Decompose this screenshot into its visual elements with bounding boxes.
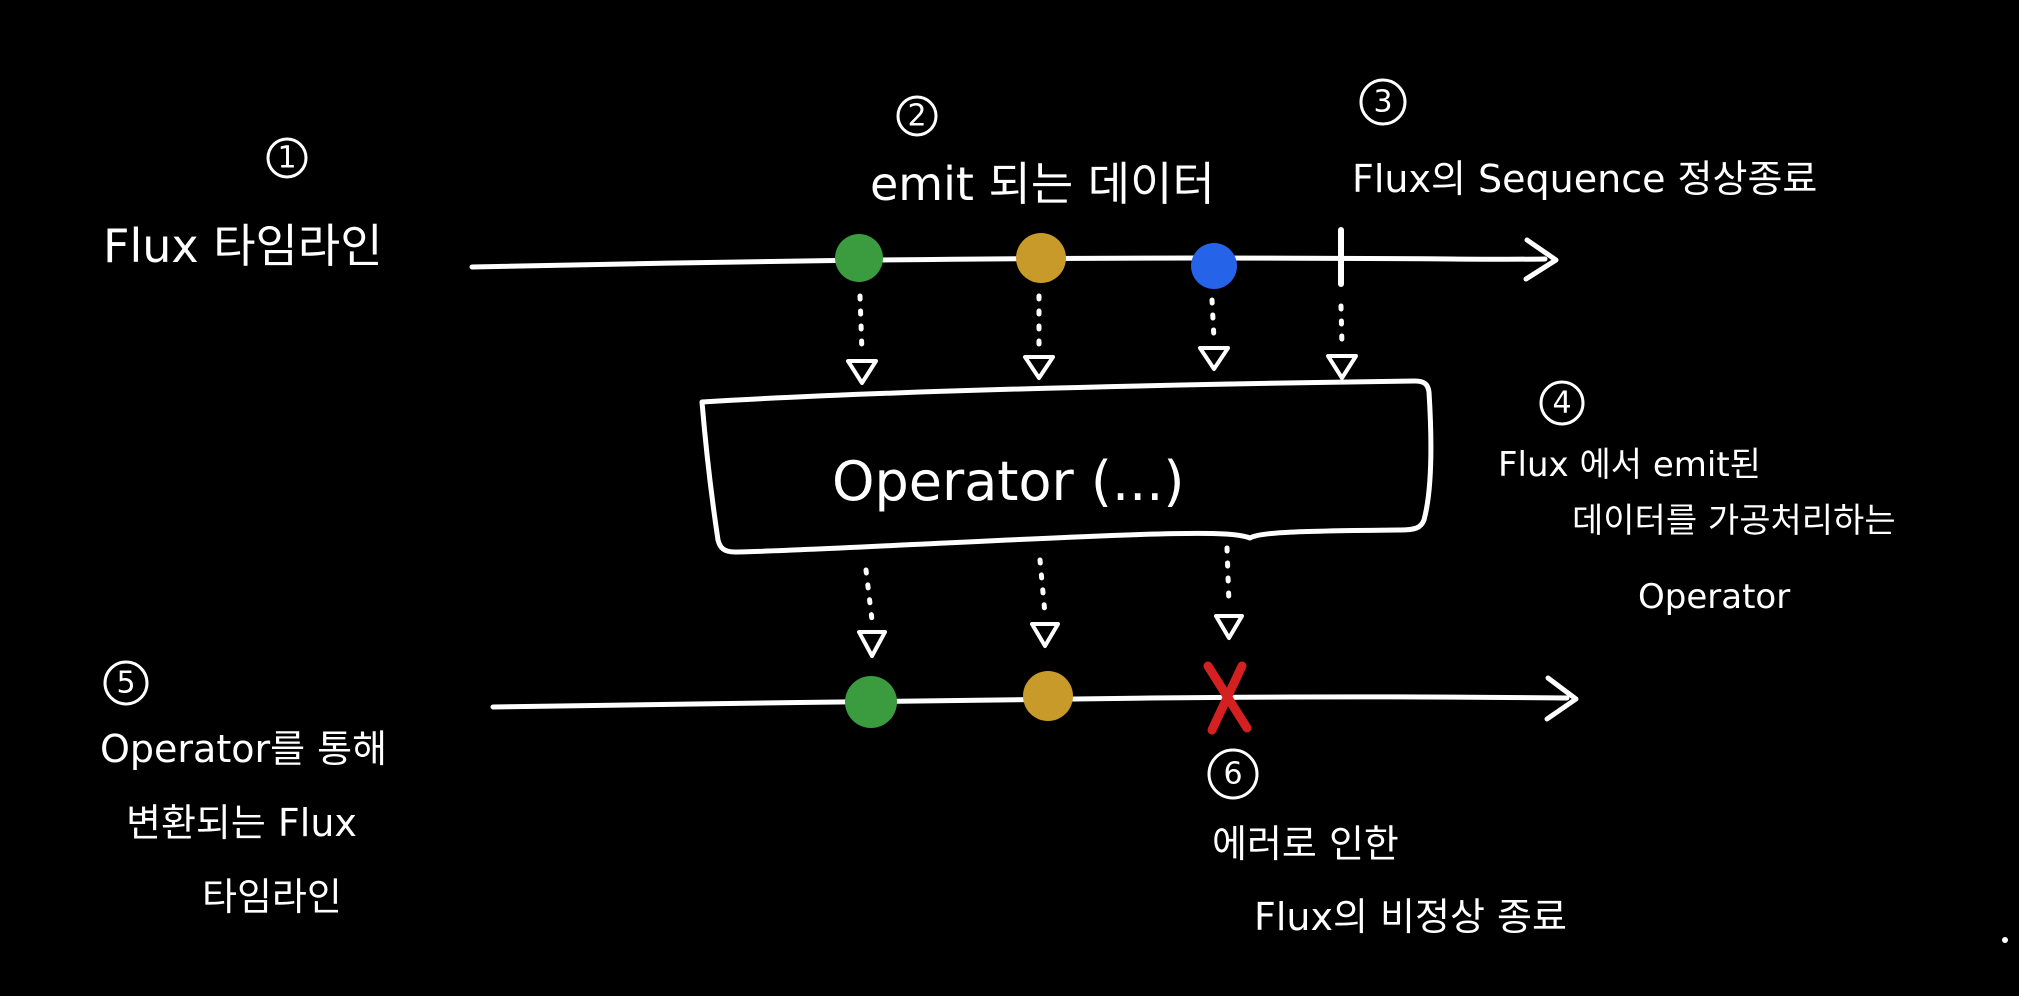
- annotation-2-label: emit 되는 데이터: [870, 157, 1215, 211]
- error-x-stroke: [1207, 661, 1247, 735]
- stray-dot: [2002, 937, 2008, 943]
- annotation-6-line-1: 에러로 인한: [1212, 822, 1399, 866]
- connector-line: [1224, 545, 1232, 607]
- operator-label: Operator (...): [832, 450, 1185, 513]
- connector-arrowhead: [857, 630, 887, 658]
- connector-arrowhead: [1030, 622, 1060, 648]
- result-item-gold: [1023, 671, 1073, 721]
- annotation-5-line-3: 타임라인: [202, 875, 342, 919]
- annotation-6-number: 6: [1223, 757, 1242, 792]
- emitted-item-blue: [1191, 243, 1237, 289]
- annotation-4-line-2: 데이터를 가공처리하는: [1572, 501, 1896, 541]
- emitted-item-green: [835, 234, 883, 282]
- annotation-4-circle: [1539, 380, 1585, 426]
- annotation-2-number: 2: [907, 99, 926, 134]
- annotation-2-circle: [896, 95, 938, 137]
- connector-line: [1037, 557, 1048, 617]
- source-timeline-arrowhead: [1523, 237, 1559, 282]
- annotation-5-line-1: Operator를 통해: [100, 727, 387, 771]
- annotation-3-circle: [1359, 78, 1407, 126]
- annotation-6-circle: [1207, 748, 1259, 800]
- connector-line: [857, 293, 865, 355]
- annotation-1-number: 1: [277, 141, 296, 176]
- result-item-green: [845, 676, 897, 728]
- annotation-4-number: 4: [1552, 386, 1571, 421]
- annotation-2: 2 emit 되는 데이터: [870, 95, 1215, 211]
- source-timeline-line: [469, 255, 1548, 270]
- annotation-3: 3 Flux의 Sequence 정상종료: [1352, 78, 1817, 201]
- annotation-4: 4 Flux 에서 emit된 데이터를 가공처리하는 Operator: [1498, 380, 1896, 617]
- connectors-from-operator: [857, 545, 1244, 658]
- result-timeline: [490, 661, 1579, 735]
- annotation-1-circle: [266, 137, 308, 179]
- source-timeline: [469, 227, 1559, 289]
- connector-line: [1338, 303, 1345, 348]
- annotation-5: 5 Operator를 통해 변환되는 Flux 타임라인: [100, 660, 387, 919]
- connector-arrowhead: [846, 359, 878, 385]
- connector-arrowhead: [1214, 614, 1244, 640]
- annotation-4-line-1: Flux 에서 emit된: [1498, 445, 1761, 485]
- connector-arrowhead: [1326, 354, 1358, 380]
- annotation-5-number: 5: [116, 666, 135, 701]
- emitted-item-gold: [1016, 233, 1066, 283]
- annotation-3-label: Flux의 Sequence 정상종료: [1352, 157, 1817, 201]
- annotation-1: 1 Flux 타임라인: [103, 137, 383, 273]
- annotation-5-circle: [103, 660, 149, 706]
- annotation-6: 6 에러로 인한 Flux의 비정상 종료: [1207, 748, 1567, 939]
- annotation-4-line-3: Operator: [1638, 577, 1790, 617]
- connector-line: [863, 567, 875, 623]
- connector-line: [1209, 297, 1217, 342]
- annotation-1-label: Flux 타임라인: [103, 219, 383, 273]
- operator-box-outline: [699, 378, 1434, 555]
- annotation-3-number: 3: [1373, 85, 1392, 120]
- operator-box: Operator (...): [699, 378, 1434, 555]
- error-marker: [1203, 661, 1252, 735]
- annotation-5-line-2: 변환되는 Flux: [126, 801, 357, 845]
- result-timeline-arrowhead: [1544, 675, 1579, 722]
- connectors-to-operator: [846, 293, 1358, 385]
- annotation-6-line-2: Flux의 비정상 종료: [1254, 895, 1567, 939]
- connector-arrowhead: [1198, 346, 1230, 371]
- connector-arrowhead: [1023, 355, 1055, 380]
- result-timeline-line: [490, 694, 1570, 710]
